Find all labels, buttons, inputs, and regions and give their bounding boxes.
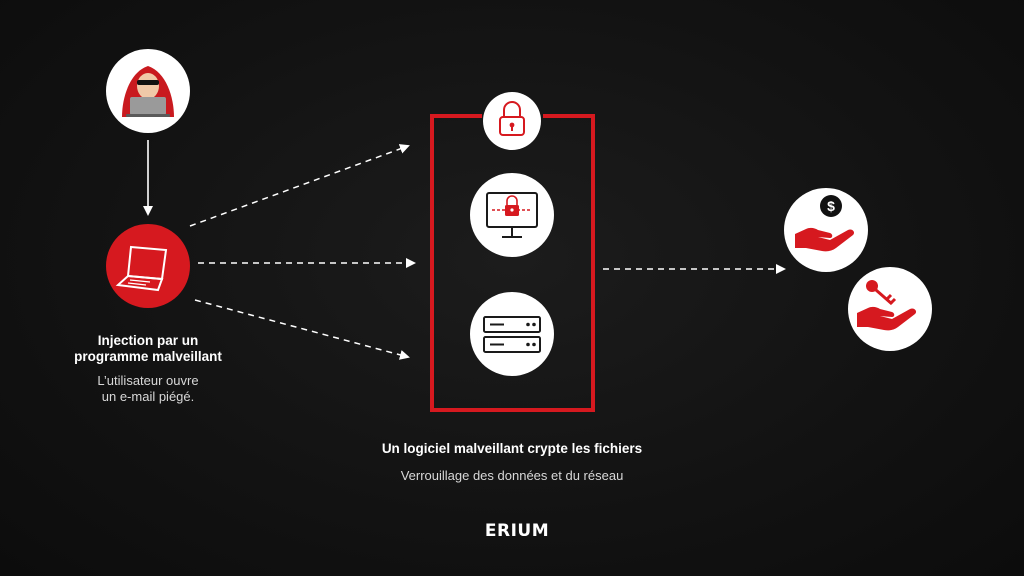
left-subtitle-line2: un e-mail piégé. <box>101 389 195 404</box>
left-caption: Injection par un programme malveillant L… <box>48 333 248 405</box>
encryption-frame <box>430 114 595 412</box>
left-title-line2: programme malveillant <box>74 349 222 364</box>
left-subtitle-line1: L’utilisateur ouvre <box>97 373 199 388</box>
laptop-icon <box>106 224 190 308</box>
center-caption: Un logiciel malveillant crypte les fichi… <box>312 441 712 484</box>
brand-logo: ERIUM <box>484 521 550 541</box>
center-title: Un logiciel malveillant crypte les fichi… <box>381 441 643 456</box>
locked-monitor-icon <box>470 173 554 257</box>
dashed-arrow-upper <box>189 144 410 227</box>
left-title-line1: Injection par un <box>97 333 199 348</box>
hacker-icon <box>106 49 190 133</box>
hand-key-icon <box>848 267 932 351</box>
server-icon <box>470 292 554 376</box>
svg-text:$: $ <box>827 198 835 214</box>
dashed-arrow-lower <box>194 299 410 360</box>
hand-dollar-icon: $ <box>784 188 868 272</box>
center-subtitle: Verrouillage des données et du réseau <box>400 468 624 483</box>
padlock-icon <box>483 92 541 150</box>
